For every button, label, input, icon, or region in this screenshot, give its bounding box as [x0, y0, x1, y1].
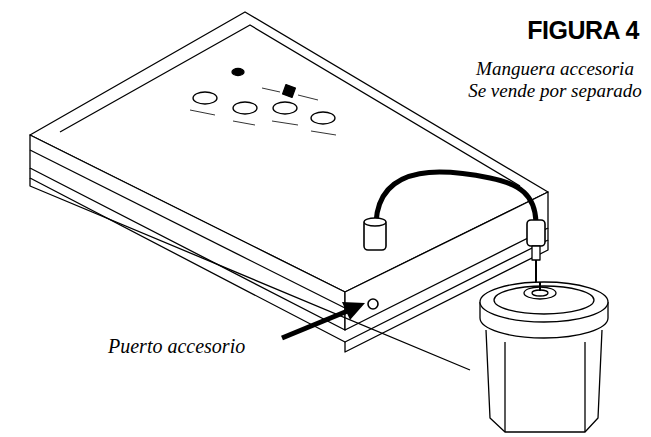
leader-arrow — [282, 302, 365, 338]
part-name: Manguera accesoria — [476, 58, 634, 80]
part-name: Puerto accesorio — [108, 335, 245, 358]
note: Se vende por separado — [468, 80, 642, 102]
accessory-hose — [364, 172, 545, 282]
vacuum-sealer — [30, 12, 548, 370]
figure-title: FIGURA 4 — [527, 16, 639, 45]
canister — [480, 282, 608, 432]
